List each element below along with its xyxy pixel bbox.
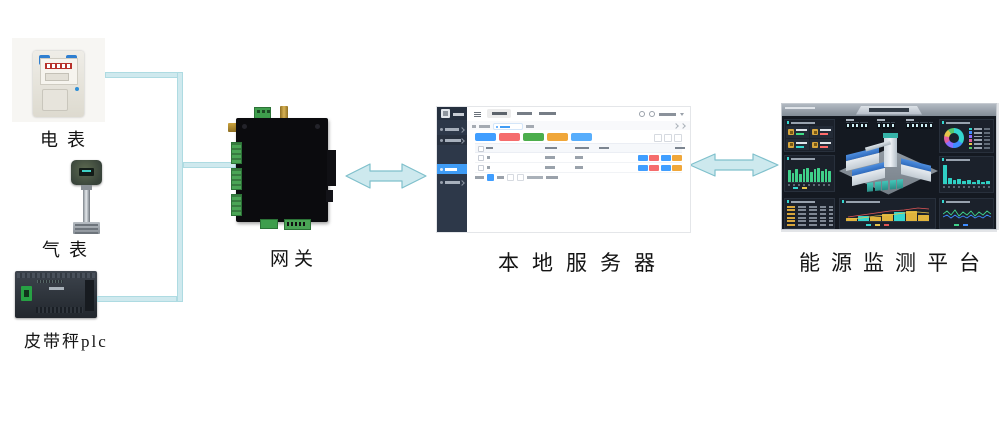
gateway-image [228,106,336,230]
green-bar-chart [788,163,832,183]
arrow-server-platform [689,153,779,177]
server-table [475,143,685,173]
dashboard-table [787,205,833,227]
gateway-terminal [231,142,242,164]
meter-panel [40,58,78,85]
server-navbar [467,107,690,122]
center-line-overlay [847,207,930,220]
table-row[interactable] [475,163,682,173]
gateway-terminal [231,168,242,190]
gateway-body [236,118,328,222]
meter-body [33,51,84,117]
server-tab[interactable] [517,112,532,115]
teal-bar-chart [943,164,990,185]
server-menu-item-active[interactable] [437,164,467,174]
counter-display [877,119,895,129]
table-body [475,153,682,173]
filter-tag[interactable] [493,123,523,130]
center-bar-chart [846,205,929,222]
counter-display [906,119,933,129]
dashboard-table-row [787,205,833,209]
server-menu-item[interactable] [437,124,467,134]
pie-legend [969,127,991,150]
arrow-gateway-server [345,163,427,189]
server-content [467,130,690,232]
connector-trunk [177,72,183,302]
panel-left-table [784,198,835,229]
connector-meter-to-trunk [105,72,183,78]
menu-toggle-icon[interactable] [474,111,481,117]
dashboard-title-chip [856,105,922,115]
select-all-checkbox[interactable] [478,146,484,152]
panel-teal-chart [939,156,994,193]
panel-left-bar-chart [784,155,835,192]
gateway-antenna-connector [228,123,240,132]
stat-card [786,138,809,150]
chart-legend [793,186,807,189]
panel-center-chart [839,198,936,229]
gateway-antenna [280,106,288,119]
dashboard-table-row [787,219,833,223]
server-sidebar [437,107,497,232]
electric-meter-label: 电表 [40,130,94,150]
chart-legend [866,223,889,226]
local-server-label: 本地服务器 [498,251,668,275]
dashboard-table-row [787,209,833,213]
panel-energy-stats [784,119,835,152]
dashboard-header-text [785,107,815,109]
plc-ethernet-port [21,286,32,301]
stat-card [810,126,833,138]
server-menu-item[interactable] [437,177,467,187]
dashboard-table-row [787,216,833,220]
server-tab-active[interactable] [487,109,511,118]
stat-card [786,126,809,138]
row-action-buttons[interactable] [637,154,682,161]
connector-plc-to-trunk [97,296,177,302]
row-checkbox[interactable] [478,155,484,161]
belt-plc-label: 皮带秤plc [24,332,108,351]
pagination[interactable] [475,174,558,181]
gateway-din-clip [327,150,336,186]
stat-card [810,138,833,150]
counter-display [846,119,868,129]
table-row[interactable] [475,153,682,163]
gateway-terminal [284,219,311,230]
gateway-label: 网关 [270,249,319,270]
gateway-terminal [231,194,242,216]
dashboard-header [782,104,996,116]
plc-image [15,271,97,318]
page-1-button[interactable] [487,174,494,181]
electric-meter-image [12,38,105,122]
connector-trunk-to-gateway [183,162,236,168]
panel-line-chart [939,198,994,229]
server-menu-item[interactable] [437,135,467,145]
dashboard-table-row [787,223,833,227]
chart-legend [954,223,968,226]
dashboard-table-row [787,212,833,216]
gateway-terminal [260,219,278,229]
factory-3d-scene [839,131,938,198]
server-user-area[interactable] [639,111,684,117]
table-header [475,143,685,153]
meter-counter [45,63,72,69]
dense-line-chart [943,209,991,219]
row-checkbox[interactable] [478,165,484,171]
local-server-screenshot [437,107,690,232]
breadcrumb-arrows[interactable] [673,123,686,129]
server-toolbar-buttons[interactable] [475,133,592,141]
energy-platform-label: 能源监测平台 [799,251,991,275]
server-tab[interactable] [539,112,556,115]
gas-meter-image [69,160,105,238]
row-action-buttons[interactable] [637,164,682,171]
gas-meter-label: 气表 [42,240,96,260]
server-logo [437,107,467,120]
panel-pie-chart [939,119,994,153]
energy-pie-chart [944,128,964,148]
table-tools[interactable] [654,134,682,142]
energy-platform-screenshot [781,103,997,230]
